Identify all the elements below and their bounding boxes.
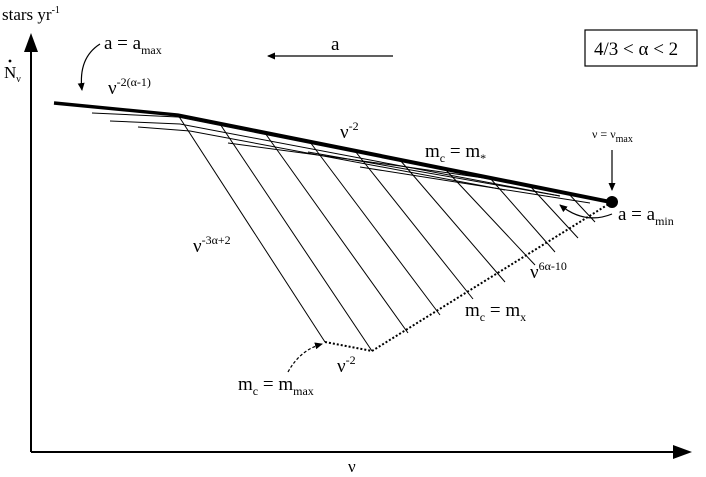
y-axis-arrowhead [24, 33, 38, 52]
dotted-boundary-mcx [371, 201, 613, 352]
hatch-line [529, 185, 579, 239]
parallel-line [307, 151, 561, 197]
y-axis-symbol-dot [8, 59, 12, 63]
regime-box-text: 4/3 < α < 2 [594, 39, 678, 60]
hatch-line [444, 168, 536, 266]
hatch-line [399, 159, 506, 283]
parallel-line [137, 126, 506, 191]
hatch-line [177, 114, 326, 343]
amin-label: a = amin [618, 204, 674, 228]
vmax-label: ν = νmax [592, 127, 633, 145]
hatch-line [354, 150, 474, 300]
mc-max-label: mc = mmax [238, 374, 314, 398]
x-axis-label: ν [348, 457, 356, 476]
mc-star-label: mc = m* [425, 141, 486, 165]
hatch-line [309, 141, 441, 316]
hatch-lines [177, 114, 596, 352]
powerlaw-left-slope: ν-3α+2 [193, 233, 231, 257]
amax-pointer-arrow [77, 43, 101, 91]
parallel-line [109, 120, 561, 197]
mcmax-pointer-arrow [287, 342, 323, 373]
y-axis-symbol: Nν [4, 63, 21, 85]
hatch-line [264, 132, 409, 334]
amax-label: a = amax [104, 33, 162, 57]
parallel-line [91, 112, 609, 204]
direction-arrow-label: a [331, 34, 340, 55]
y-axis-label: stars yr-1 [2, 5, 60, 24]
powerlaw-bottom-small: ν-2 [337, 353, 356, 377]
parallel-line [227, 142, 506, 182]
x-axis-arrowhead [673, 445, 692, 459]
vmax-endpoint [606, 196, 618, 208]
powerlaw-top-mid: ν-2 [340, 119, 359, 143]
amin-pointer-arrow [559, 204, 613, 219]
hatch-line [489, 177, 556, 253]
parallel-line [359, 166, 591, 204]
regime-box [584, 29, 698, 67]
thin-parallel-lines [91, 112, 609, 204]
dotted-boundary-mcmax [324, 341, 373, 352]
powerlaw-bottom-right: ν6α-10 [530, 259, 567, 283]
hatch-line [219, 123, 373, 352]
powerlaw-top-left: ν-2(α-1) [108, 75, 151, 99]
hatch-line [567, 192, 596, 223]
mc-x-label: mc = mx [465, 300, 526, 324]
